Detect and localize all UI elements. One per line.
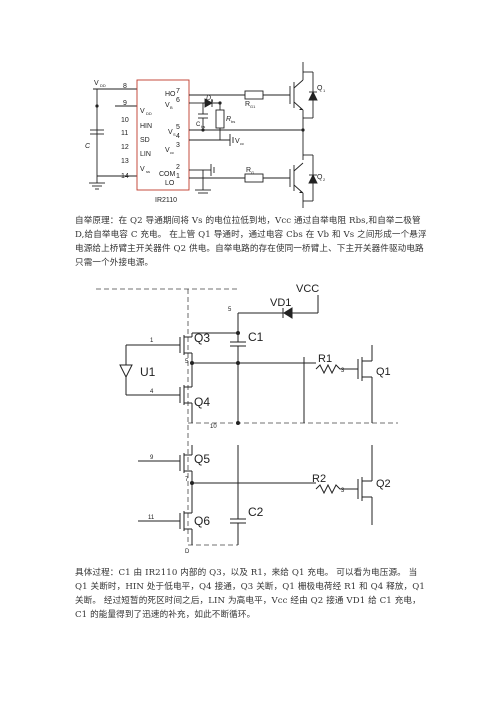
label-vss-sub: ss xyxy=(146,169,150,174)
label-vcc-source-sub: cc xyxy=(240,141,244,146)
pin-8: 8 xyxy=(123,83,127,90)
label-vcc: VCC xyxy=(296,283,319,295)
pin-3: 3 xyxy=(176,142,180,149)
label-vs-sub: S xyxy=(173,132,176,137)
cap-c-label: C xyxy=(85,143,91,150)
label-rg1-sub: G1 xyxy=(250,104,256,109)
paragraph-bootstrap-principle: 自举原理：在 Q2 导通期间将 Vs 的电位拉低到地，Vcc 通过自举电阻 Rb… xyxy=(75,216,427,268)
pin-2: 2 xyxy=(176,164,180,171)
bootstrap-detail-diagram: VCC VD1 C1 Q3 Q4 U1 R1 Q1 Q5 Q6 C2 R2 Q2… xyxy=(96,283,398,555)
pin-10-label: 10 xyxy=(210,424,217,430)
label-r1: R1 xyxy=(318,353,332,365)
label-r2: R2 xyxy=(312,473,326,485)
pin-9-label: 9 xyxy=(150,455,154,461)
label-cbs: C xyxy=(196,122,201,128)
label-rbs-sub: bs xyxy=(231,119,235,124)
label-vcc-source: V xyxy=(235,138,240,145)
pin-13: 13 xyxy=(121,158,129,165)
label-vd1: VD1 xyxy=(270,297,291,309)
pin-5a-label: 5 xyxy=(228,307,232,313)
label-rbs: R xyxy=(226,116,231,123)
label-rg1: R xyxy=(245,101,250,108)
pin-11: 11 xyxy=(121,130,128,137)
pin-7: 7 xyxy=(176,88,180,95)
label-vs: V xyxy=(168,129,173,136)
label-lin: LIN xyxy=(140,151,151,158)
label-cbs-sub: bs xyxy=(201,124,205,129)
pin-d-label: D xyxy=(185,549,190,555)
label-q3: Q3 xyxy=(194,331,210,345)
label-lo: LO xyxy=(165,180,175,187)
label-q2-sub: 2 xyxy=(323,177,326,182)
pin-3b-label: 3 xyxy=(341,488,345,494)
pin-3a-label: 3 xyxy=(341,368,345,374)
pin-11-label: 11 xyxy=(148,515,155,521)
pin-7-label: 7 xyxy=(185,477,189,483)
ir2110-chip-body xyxy=(136,79,190,191)
label-q4: Q4 xyxy=(194,395,210,409)
pin-9: 9 xyxy=(123,100,127,107)
label-q6: Q6 xyxy=(194,514,210,528)
pin-1-label: 1 xyxy=(150,338,154,344)
pin-4: 4 xyxy=(176,133,180,140)
label-q5: Q5 xyxy=(194,452,210,466)
label-vdd: V xyxy=(140,108,145,115)
supply-label: V xyxy=(94,80,99,87)
label-com: COM xyxy=(159,171,176,178)
pin-6: 6 xyxy=(176,97,180,104)
pin-4-label: 4 xyxy=(150,389,154,395)
pin-1: 1 xyxy=(176,173,180,180)
label-c2: C2 xyxy=(248,505,264,519)
label-u1: U1 xyxy=(140,365,156,379)
label-rg-sub: G xyxy=(251,170,254,175)
label-vdd-sub: DD xyxy=(146,111,152,116)
label-vb: V xyxy=(165,102,170,109)
label-hin: HIN xyxy=(140,123,152,130)
label-ho: HO xyxy=(165,91,176,98)
label-q1: Q xyxy=(317,85,323,92)
chip-name: IR2110 xyxy=(155,197,177,204)
label-vb-sub: B xyxy=(170,105,173,110)
pin-12: 12 xyxy=(121,144,129,151)
label-sd: SD xyxy=(140,137,150,144)
label-q1-sub: 1 xyxy=(323,88,326,93)
label-rg: R xyxy=(246,167,251,174)
paragraph-process-description: 具体过程：C1 由 IR2110 内部的 Q3，以及 R1，来给 Q1 充电。 … xyxy=(75,568,425,620)
label-vss: V xyxy=(140,166,145,173)
pin-5b-label: 5 xyxy=(185,359,189,365)
pin-5: 5 xyxy=(176,124,180,131)
supply-label-sub: DD xyxy=(100,83,106,88)
label-vcc: V xyxy=(165,147,170,154)
label-db: D xyxy=(206,95,211,102)
ir2110-circuit-diagram: V DD C IR2110 8 9 10 11 12 13 14 V DD HI… xyxy=(85,62,326,208)
label-q2: Q2 xyxy=(376,478,391,490)
label-q2: Q xyxy=(317,174,323,181)
label-db-sub: b xyxy=(211,98,214,103)
label-q1: Q1 xyxy=(376,366,391,378)
pin-14: 14 xyxy=(121,173,129,180)
pin-10: 10 xyxy=(121,117,129,124)
label-vcc-sub: cc xyxy=(170,150,174,155)
label-c1: C1 xyxy=(248,330,264,344)
